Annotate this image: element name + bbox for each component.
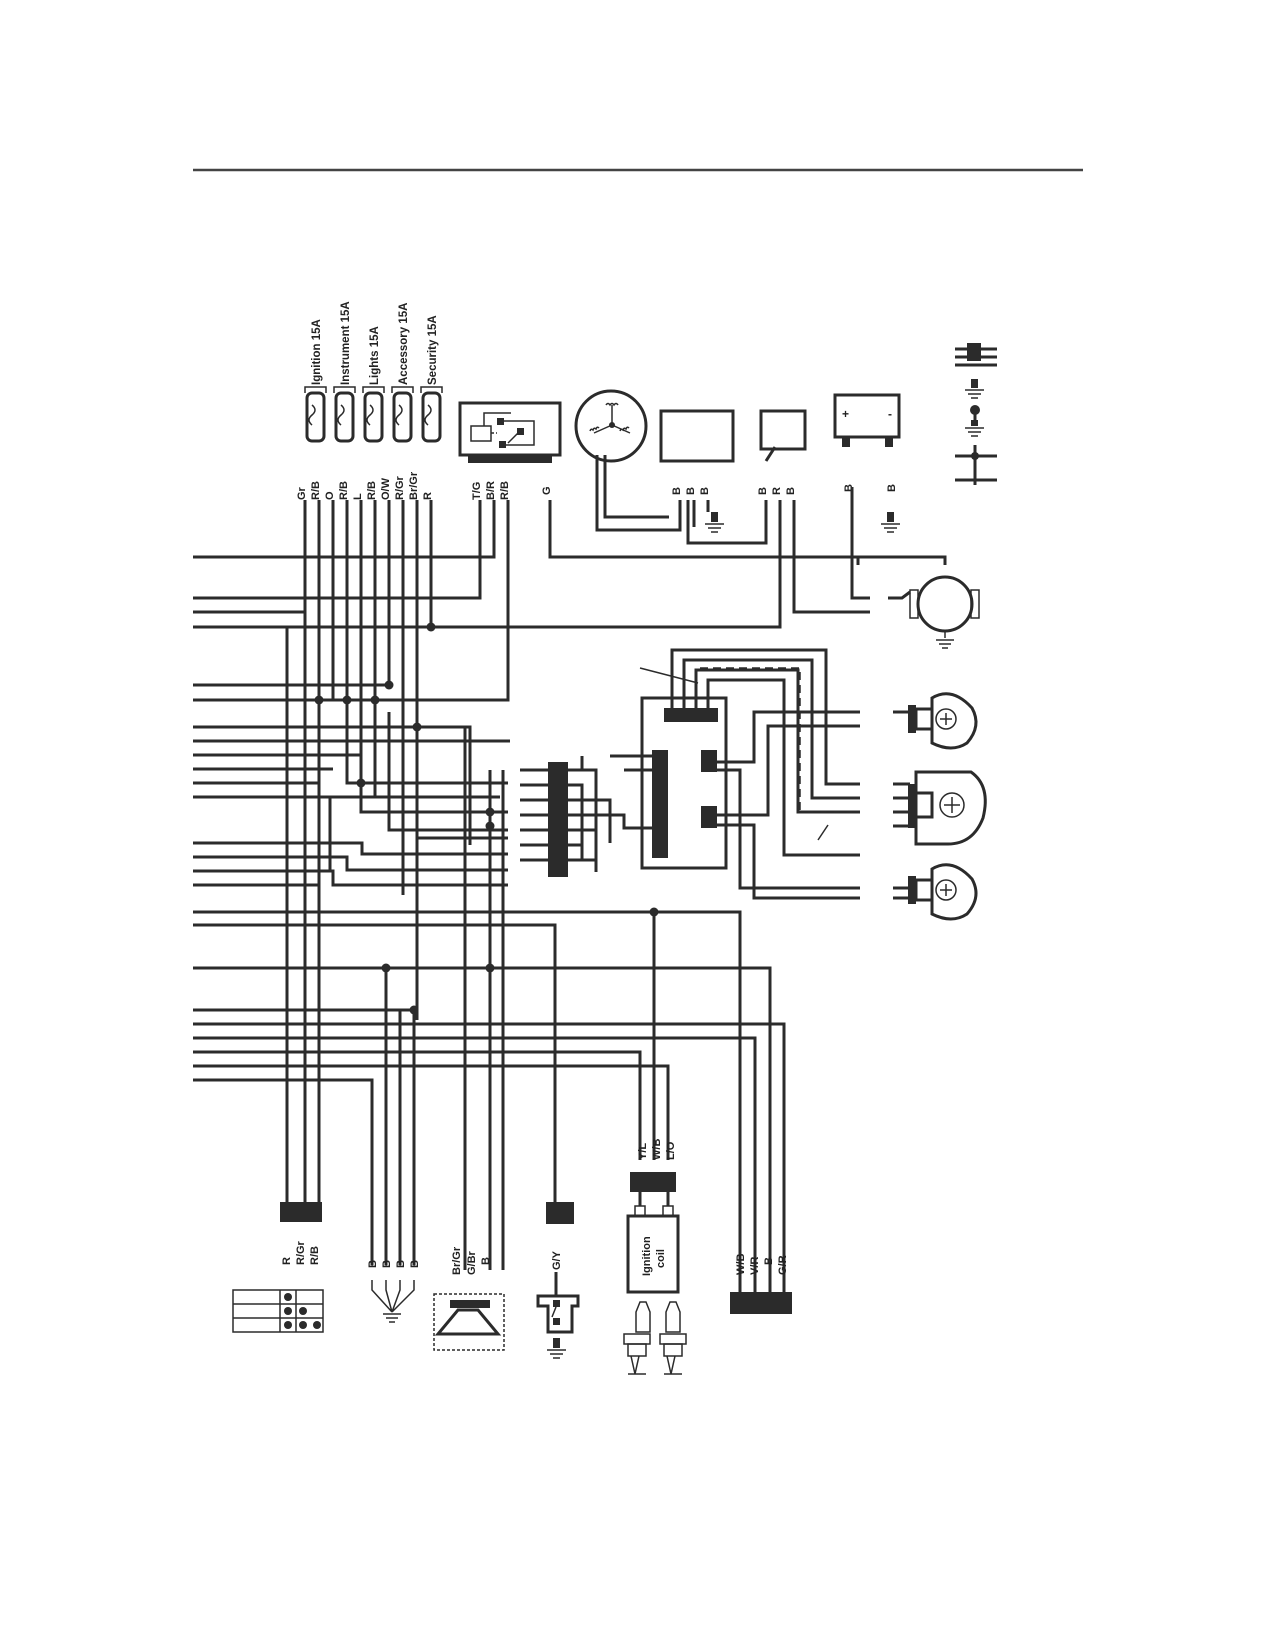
wire-label: R xyxy=(422,492,434,500)
wire-label: B xyxy=(381,1260,393,1268)
wire-label: B xyxy=(480,1257,492,1265)
wire-label: B xyxy=(757,487,769,495)
fuse-accessory xyxy=(392,391,413,443)
wire-label: B/R xyxy=(485,481,497,500)
wire-label: Br/Gr xyxy=(408,471,420,500)
battery-minus: - xyxy=(888,407,892,421)
wire-label: L xyxy=(352,493,364,500)
fuse-security xyxy=(421,391,442,443)
wire-label: W/B xyxy=(735,1254,747,1275)
wire-label: B xyxy=(785,487,797,495)
bulb-2 xyxy=(893,770,987,846)
stator-unit xyxy=(574,389,648,463)
fuse-lights xyxy=(363,391,384,443)
fuse-label-lights: Lights 15A xyxy=(369,326,381,385)
wire-label: G/Y xyxy=(551,1250,563,1270)
wire-label: R/B xyxy=(310,481,322,500)
ignition-coil-label-1: Ignition xyxy=(641,1236,653,1276)
wire-label: O xyxy=(324,491,336,500)
starter-motor xyxy=(888,575,980,649)
fuse-label-security: Security 15A xyxy=(427,315,439,385)
wire-label: B xyxy=(367,1260,379,1268)
fuse-label-ignition: Ignition 15A xyxy=(311,319,323,385)
wire-label: R/B xyxy=(338,481,350,500)
harness-wires xyxy=(193,446,947,1300)
ignition-switch: R R/Gr R/B xyxy=(232,1202,324,1333)
right-connector: W/B V/R B G/R xyxy=(730,1254,792,1314)
legend-symbols xyxy=(955,343,997,485)
wire-label: B xyxy=(395,1260,407,1268)
wire-label: G/R xyxy=(777,1255,789,1275)
wire-label: B xyxy=(685,487,697,495)
wire-label: W/B xyxy=(651,1139,663,1160)
wire-label: B xyxy=(843,484,855,492)
fuse-box: Ignition 15A Instrument 15A Lights 15A A… xyxy=(304,301,443,443)
ignition-coil-label-2: coil xyxy=(655,1249,667,1268)
wire-label: R/B xyxy=(366,481,378,500)
wire-label: B xyxy=(671,487,683,495)
lighting-module xyxy=(520,557,860,900)
spark-plug-1 xyxy=(623,1301,651,1375)
wire-label: Br/Gr xyxy=(451,1246,463,1275)
bulb-1 xyxy=(893,692,978,750)
wire-label: R/B xyxy=(309,1246,321,1265)
wire-label: Y/L xyxy=(637,1143,649,1160)
fuse-label-accessory: Accessory 15A xyxy=(398,303,410,385)
fuse-ignition xyxy=(305,391,326,443)
wire-label: O/W xyxy=(380,477,392,500)
wire-label: B xyxy=(699,487,711,495)
wire-label: R/Gr xyxy=(394,475,406,500)
wire-label: L/O xyxy=(665,1141,677,1160)
bulb-3 xyxy=(893,863,978,921)
junction-dots xyxy=(314,622,659,1015)
wire-label: G/Br xyxy=(466,1250,478,1275)
battery: + - B B xyxy=(833,393,901,533)
wire-label: R xyxy=(771,487,783,495)
wire-label: R/B xyxy=(499,481,511,500)
wire-label: B xyxy=(763,1257,775,1265)
ignition-section: Y/L W/B L/O Ignition coil xyxy=(623,1139,687,1375)
wire-label: R xyxy=(281,1257,293,1265)
ground-point: B B B B xyxy=(367,1260,421,1323)
wire-label: T/G xyxy=(471,482,483,500)
relay-unit: T/G B/R R/B G xyxy=(458,401,562,500)
switch-sensor: G/Y xyxy=(536,1202,580,1359)
small-unit: B R B xyxy=(757,409,807,495)
wire-label: R/Gr xyxy=(295,1240,307,1265)
fuse-instrument xyxy=(334,391,355,443)
control-module: B B B xyxy=(659,409,735,495)
spark-plug-2 xyxy=(659,1301,687,1375)
battery-plus: + xyxy=(842,407,849,421)
fuse-label-instrument: Instrument 15A xyxy=(340,301,352,385)
wire-label: G xyxy=(541,486,553,495)
top-wire-labels: Gr R/B O R/B L R/B O/W R/Gr Br/Gr R xyxy=(296,471,434,500)
wire-label: B xyxy=(886,484,898,492)
horn: Br/Gr G/Br B xyxy=(433,1246,505,1351)
wire-label: V/R xyxy=(749,1257,761,1275)
wire-label: B xyxy=(409,1260,421,1268)
wire-label: Gr xyxy=(296,486,308,500)
